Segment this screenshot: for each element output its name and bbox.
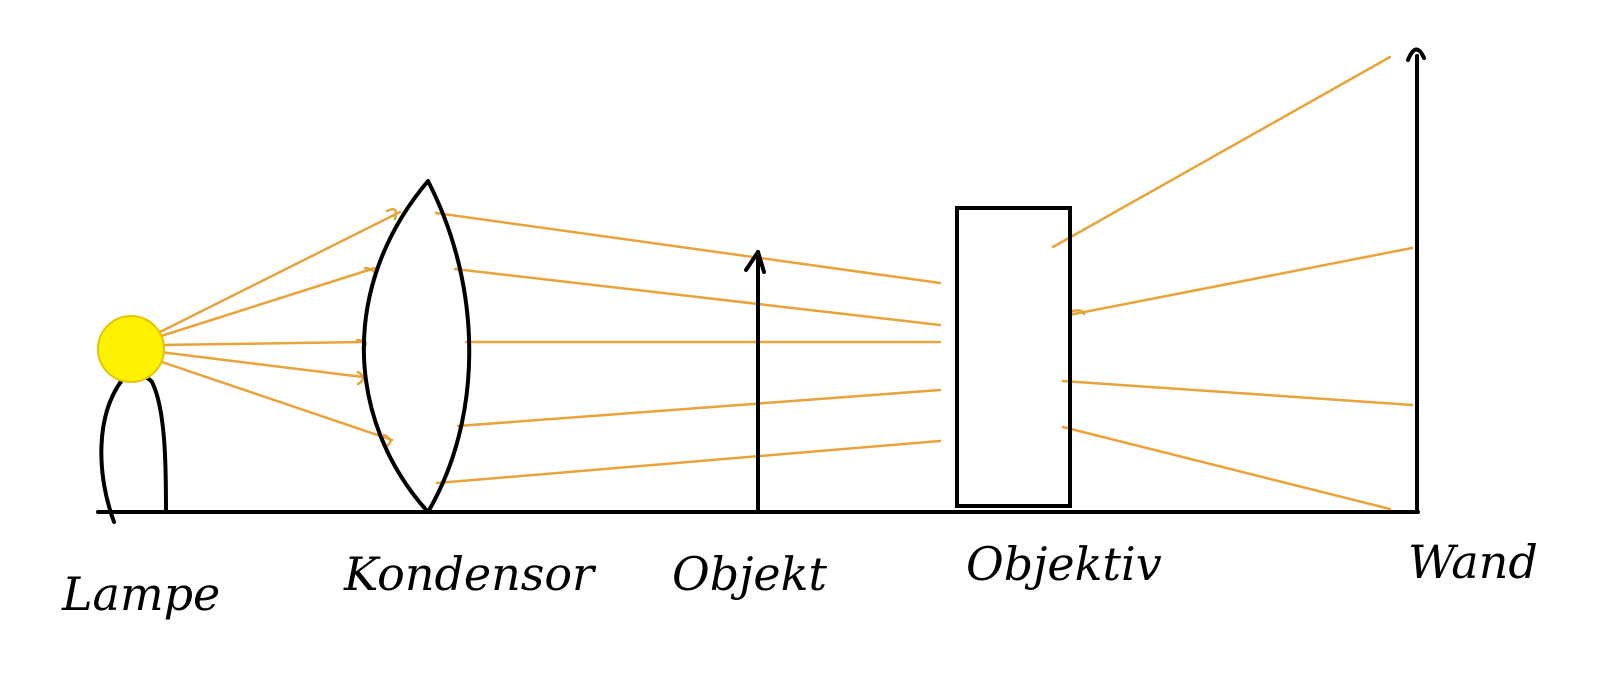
ray-mid-4 <box>456 388 942 428</box>
ray-lamp-4 <box>158 350 365 379</box>
objective-lens-box <box>955 206 1072 508</box>
label-objective: Objektiv <box>966 537 1162 591</box>
ray-out-1 <box>1051 55 1392 249</box>
rays-objective-to-wall <box>1051 55 1414 511</box>
ray-mid-1 <box>434 211 942 285</box>
ray-mid-5 <box>435 439 942 485</box>
lamp-stand <box>99 374 168 524</box>
ray-lamp-5 <box>154 358 394 442</box>
label-wall: Wand <box>1408 535 1538 589</box>
ray-out-3 <box>1061 379 1414 407</box>
wall-screen <box>1406 47 1426 514</box>
ray-hook-4 <box>356 370 365 386</box>
condenser-lens <box>361 179 472 514</box>
lamp-bulb-icon <box>97 315 165 383</box>
label-condenser: Kondensor <box>343 547 597 601</box>
ray-lamp-2 <box>156 266 377 339</box>
rays-condenser-to-objective <box>434 211 942 485</box>
rays-lamp-to-condenser <box>154 208 402 448</box>
ray-out-4 <box>1061 425 1392 511</box>
label-object: Objekt <box>672 547 828 601</box>
object-arrow-icon <box>744 250 766 514</box>
ray-mid-2 <box>453 267 942 327</box>
ray-hook-1 <box>385 208 398 221</box>
label-lamp: Lampe <box>61 567 220 621</box>
ray-lamp-3 <box>158 340 365 347</box>
ray-lamp-1 <box>156 210 402 335</box>
ray-hook-5 <box>382 433 392 448</box>
ray-out-2 <box>1067 246 1414 317</box>
